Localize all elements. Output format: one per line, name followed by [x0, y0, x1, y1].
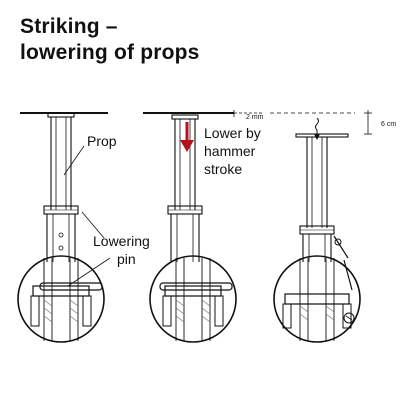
label-lower-line-2: hammer — [204, 143, 256, 159]
label-lowering-line-1: Lowering — [93, 233, 150, 249]
label-lowering-line-2: pin — [117, 251, 136, 267]
lowering-pin-leader-line — [81, 211, 105, 239]
label-lower-line-3: stroke — [204, 161, 242, 177]
title-line-1: Striking – — [20, 15, 118, 38]
panel-2-detail-circle — [149, 255, 237, 343]
panel-3-prop-lowered — [270, 110, 372, 343]
title-line-2: lowering of props — [20, 41, 200, 64]
prop-leader-line — [63, 145, 85, 176]
label-prop: Prop — [87, 133, 117, 149]
diagram-title: Striking – lowering of props — [20, 14, 200, 66]
label-lower-line-1: Lower by — [204, 125, 261, 141]
panel-1-prop-in-place — [17, 112, 111, 343]
label-gap-6cm: 6 cm — [381, 121, 396, 128]
label-gap-2mm: 2 mm — [246, 114, 264, 121]
panel-2-hammer-stroke — [143, 110, 262, 343]
lowering-arrow — [180, 122, 194, 152]
panel-1-detail-circle — [17, 255, 105, 343]
panel-3-detail-circle — [273, 255, 361, 343]
